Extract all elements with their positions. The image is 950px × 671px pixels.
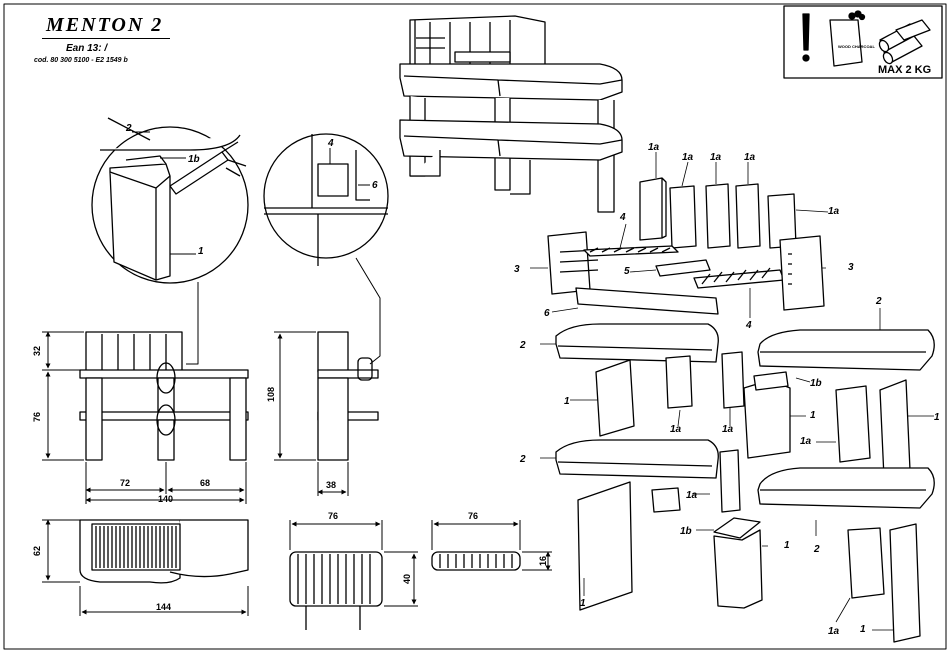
part-1b-b: 1b <box>680 526 692 537</box>
dim-side-depth: 38 <box>326 480 336 490</box>
part-1-a: 1 <box>564 396 570 407</box>
dim-grill-height: 40 <box>402 574 412 584</box>
charcoal-bag-icon <box>830 20 862 66</box>
part-2-d: 2 <box>813 544 820 555</box>
part-1a-d: 1a <box>686 490 698 501</box>
dim-front-height-top: 32 <box>32 346 42 356</box>
part-1a-4: 1a <box>744 152 756 163</box>
top-view <box>80 520 248 583</box>
bricks-1a <box>640 178 796 248</box>
max-weight-caption: MAX 2 KG <box>878 64 931 76</box>
dim-front-width-right: 68 <box>200 478 210 488</box>
part-1-c: 1 <box>934 412 940 423</box>
callout-2: 2 <box>125 123 132 134</box>
part-1b-a: 1b <box>810 378 822 389</box>
exclamation-dot-icon <box>803 55 809 61</box>
dim-side-height: 108 <box>266 387 276 402</box>
dim-grate-height: 16 <box>538 556 548 566</box>
part-1-b: 1 <box>810 410 816 421</box>
callout-1b: 1b <box>188 154 200 165</box>
part-1a-3: 1a <box>710 152 722 163</box>
dim-top-width: 144 <box>156 602 171 612</box>
part-2-a: 2 <box>519 340 526 351</box>
callout-6: 6 <box>372 180 378 191</box>
detail-circle-left <box>92 118 248 283</box>
dim-front-height-bottom: 76 <box>32 412 42 422</box>
part-4-top: 4 <box>619 212 626 223</box>
part-1-e: 1 <box>580 598 586 609</box>
part-2-b: 2 <box>875 296 882 307</box>
part-1a-b: 1a <box>722 424 734 435</box>
part-3-left: 3 <box>514 264 520 275</box>
dim-front-width-left: 72 <box>120 478 130 488</box>
detail-circle-right <box>264 134 388 266</box>
part-4-bottom: 4 <box>745 320 752 331</box>
part-6: 6 <box>544 308 550 319</box>
part-1a-2: 1a <box>682 152 694 163</box>
lower-exploded-right <box>744 330 934 642</box>
part-2-c: 2 <box>519 454 526 465</box>
side-view <box>318 332 378 460</box>
part-1a-e: 1a <box>828 626 840 637</box>
part-1a-5: 1a <box>828 206 840 217</box>
dim-front-width-total: 140 <box>158 494 173 504</box>
assembled-grill-perspective <box>400 16 622 212</box>
callout-1: 1 <box>198 246 204 257</box>
part-1a-1: 1a <box>648 142 660 153</box>
lower-exploded-left <box>556 324 762 610</box>
callout-4: 4 <box>327 138 334 149</box>
part-3-right: 3 <box>848 262 854 273</box>
dim-grate-width: 76 <box>468 511 478 521</box>
part-1-f: 1 <box>860 624 866 635</box>
charcoal-bag-label: WOOD CHARCOAL <box>838 44 875 49</box>
charcoal-grate <box>432 552 520 570</box>
dim-top-depth: 62 <box>32 546 42 556</box>
part-1a-c: 1a <box>800 436 812 447</box>
front-view <box>80 332 248 460</box>
dim-grill-width: 76 <box>328 511 338 521</box>
part-5: 5 <box>624 266 630 277</box>
part-1a-a: 1a <box>670 424 682 435</box>
grill-rack <box>290 552 382 630</box>
part-1-d: 1 <box>784 540 790 551</box>
exclamation-icon <box>803 14 809 50</box>
